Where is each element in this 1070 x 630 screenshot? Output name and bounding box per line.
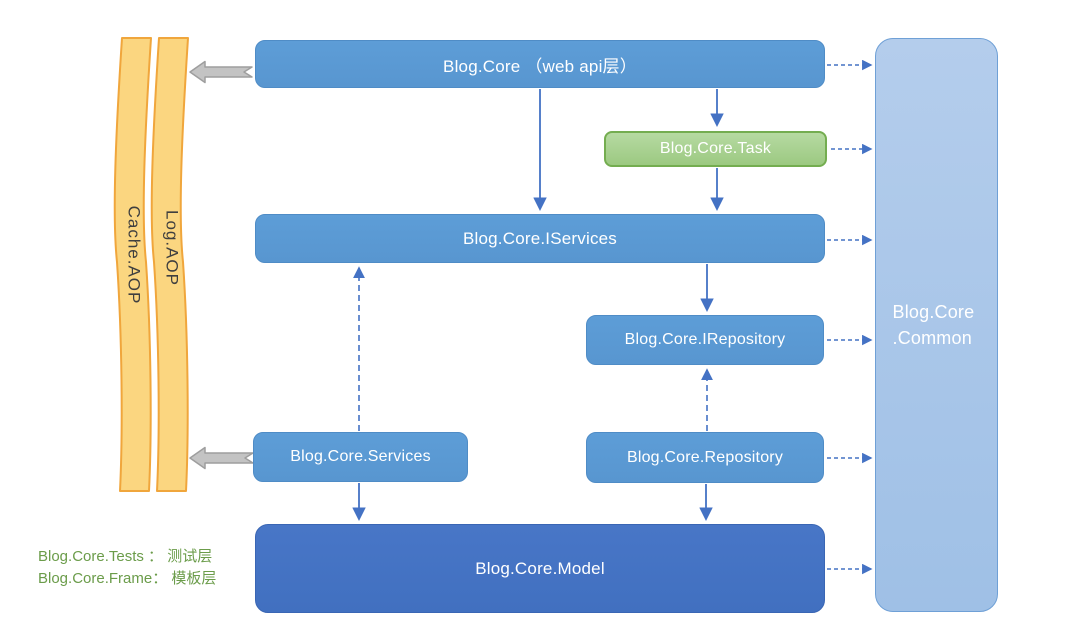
node-blog-core-common-label-line1: Blog.Core xyxy=(892,302,975,322)
node-blog-core-irepository: Blog.Core.IRepository xyxy=(586,315,824,365)
node-blog-core-repository-label: Blog.Core.Repository xyxy=(626,448,784,466)
block-arrow-webapi-to-aop-icon xyxy=(189,60,253,84)
node-blog-core-iservices: Blog.Core.IServices xyxy=(255,214,825,263)
log-aop-band xyxy=(150,37,189,492)
node-blog-core-irepository-label: Blog.Core.IRepository xyxy=(624,331,786,348)
node-blog-core-task-label: Blog.Core.Task xyxy=(659,140,772,157)
block-arrow-services-to-aop-icon xyxy=(189,446,254,470)
legend-line-frame: Blog.Core.Frame： 模板层 xyxy=(38,570,217,587)
cache-aop-band xyxy=(113,37,152,492)
node-blog-core-model: Blog.Core.Model xyxy=(255,524,825,613)
node-blog-core-common: Blog.Core .Common xyxy=(875,38,998,612)
legend-line-tests: Blog.Core.Tests ： 测试层 xyxy=(38,548,213,565)
node-blog-core-repository: Blog.Core.Repository xyxy=(586,432,824,483)
log-aop-label: Log.AOP xyxy=(163,210,182,286)
node-blog-core-webapi-label: Blog.Core （web api层） xyxy=(443,56,637,76)
node-blog-core-common-label-line2: .Common xyxy=(892,328,972,348)
node-blog-core-services: Blog.Core.Services xyxy=(253,432,468,482)
legend: Blog.Core.Tests ： 测试层 Blog.Core.Frame： 模… xyxy=(38,546,216,590)
cache-aop-label: Cache.AOP xyxy=(125,206,144,305)
node-blog-core-iservices-label: Blog.Core.IServices xyxy=(462,228,618,248)
node-blog-core-services-label: Blog.Core.Services xyxy=(290,448,431,465)
node-blog-core-model-label: Blog.Core.Model xyxy=(475,558,605,578)
node-blog-core-task: Blog.Core.Task xyxy=(604,131,827,167)
node-blog-core-webapi: Blog.Core （web api层） xyxy=(255,40,825,88)
